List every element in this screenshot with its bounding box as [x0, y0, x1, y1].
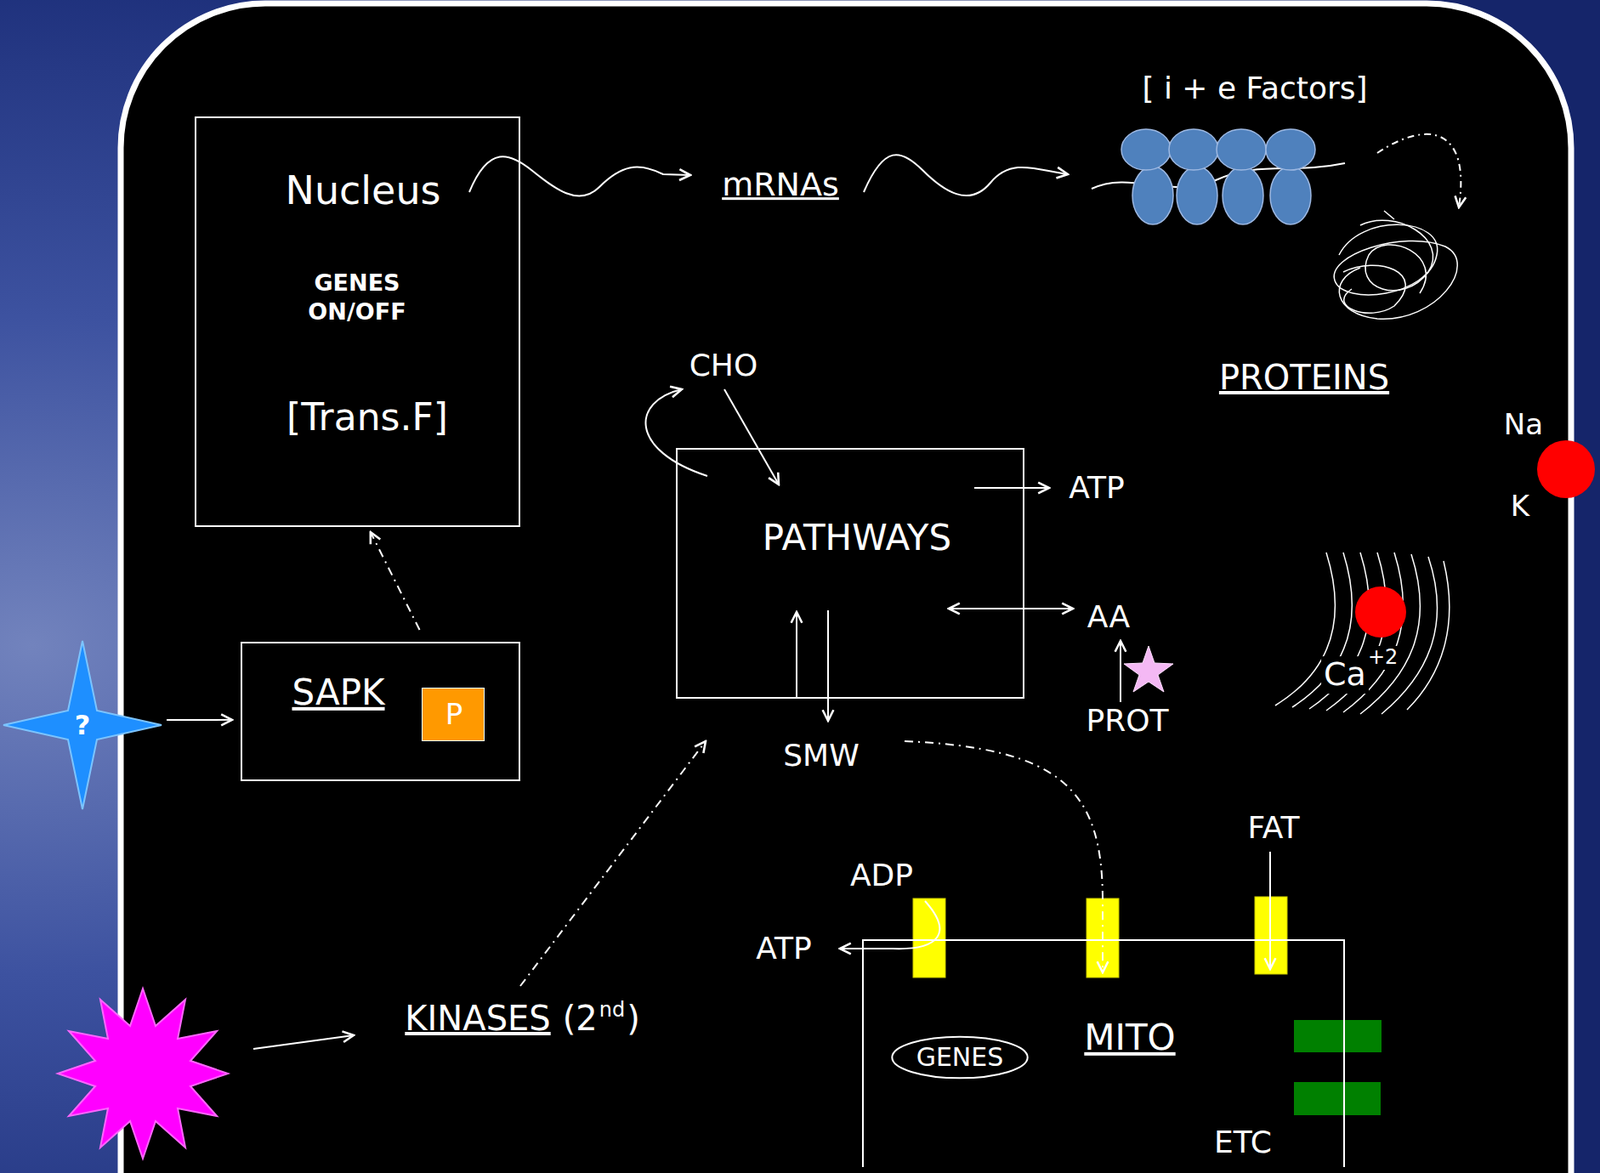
- folding-arrow: [1377, 134, 1461, 208]
- prot-arrow: [1119, 641, 1122, 703]
- atp-arrow: [974, 487, 1050, 489]
- metabolite-label: CHO: [686, 347, 761, 383]
- aa-arrow: [948, 607, 1073, 610]
- cho-in-arrow: [724, 389, 779, 485]
- star-outline: [3, 641, 162, 810]
- connector: [370, 532, 420, 630]
- node-text: SAPK: [291, 672, 385, 714]
- ribosome: [1265, 129, 1316, 171]
- genes-ellipse: GENES: [889, 1034, 1031, 1081]
- membrane-transporter: [913, 898, 946, 978]
- smw-mito-arrow: [904, 741, 1103, 973]
- smw-down-arrow: [827, 610, 829, 721]
- ellipse-outline: [891, 1037, 1027, 1079]
- kinase-suffix: ): [624, 998, 643, 1039]
- reticulum-line: [1407, 561, 1450, 710]
- signal-burst: [57, 988, 228, 1159]
- reticulum-line: [1309, 552, 1369, 710]
- mrna-label: mRNAs: [719, 166, 842, 205]
- sodium-potassium-pump: [1537, 440, 1595, 499]
- protein-scribble: [1360, 220, 1434, 294]
- smw-up-arrow: [795, 612, 798, 699]
- protein-label: PROTEINS: [1216, 357, 1392, 398]
- ribosome: [1270, 166, 1311, 225]
- sapk-box: SAPK P: [240, 641, 521, 782]
- cell-outline: [120, 3, 1572, 1173]
- ribosome: [1176, 166, 1218, 225]
- ribosome: [1132, 166, 1174, 225]
- signal-arrow: [253, 1035, 354, 1050]
- node-text: GENES ON/OFF: [284, 268, 430, 327]
- kinase-arrow: [520, 741, 706, 987]
- adp-atp-arrow: [839, 901, 940, 949]
- metabolite-label: ADP: [847, 857, 916, 893]
- nucleus-box: NucleusGENES ON/OFF [Trans.F]: [194, 116, 521, 528]
- node-text: MITO: [1083, 1017, 1175, 1059]
- ribosome: [1168, 129, 1219, 171]
- metabolite-label: FAT: [1244, 810, 1302, 846]
- connector: [166, 719, 233, 721]
- calcium-channel: [1355, 586, 1407, 638]
- etc-label: ETC: [1211, 1124, 1275, 1160]
- node-text: Nucleus: [284, 168, 441, 214]
- ordinal-superscript: nd: [596, 998, 628, 1023]
- ion-label: K: [1508, 489, 1532, 523]
- metabolite-label: ATP: [1066, 470, 1128, 505]
- phosphate-box: P: [421, 687, 485, 742]
- node-text: PATHWAYS: [762, 517, 952, 559]
- node-text: [Trans.F]: [286, 396, 449, 440]
- ribosome: [1216, 129, 1266, 171]
- etc-complex: [1293, 1082, 1381, 1116]
- node-text: P: [445, 697, 464, 732]
- metabolite-label: SMW: [780, 737, 863, 773]
- node-text: GENES: [916, 1043, 1005, 1073]
- metabolite-label: ATP: [753, 930, 815, 966]
- factor-label: [ i + e Factors]: [1139, 70, 1370, 106]
- etc-complex: [1293, 1020, 1382, 1053]
- kinase-suffix: (2: [560, 998, 601, 1039]
- pathways-box: PATHWAYS: [675, 448, 1025, 699]
- charge-superscript: +2: [1365, 646, 1401, 670]
- transcription-wave: [469, 156, 691, 196]
- node-text: ?: [74, 709, 91, 742]
- pink-star: [1123, 646, 1174, 693]
- fat-arrow: [1269, 851, 1271, 970]
- ion-label: Ca: [1321, 656, 1369, 694]
- translation-wave: [863, 154, 1068, 196]
- stress-star: ?: [3, 641, 162, 810]
- protein-scribble: [1343, 210, 1406, 313]
- metabolite-label: PROT: [1083, 703, 1171, 738]
- ribosome: [1222, 166, 1264, 225]
- ribosome: [1121, 129, 1171, 171]
- kinase-label: KINASES: [402, 998, 553, 1039]
- metabolite-label: AA: [1084, 599, 1133, 635]
- ion-label: Na: [1501, 408, 1546, 442]
